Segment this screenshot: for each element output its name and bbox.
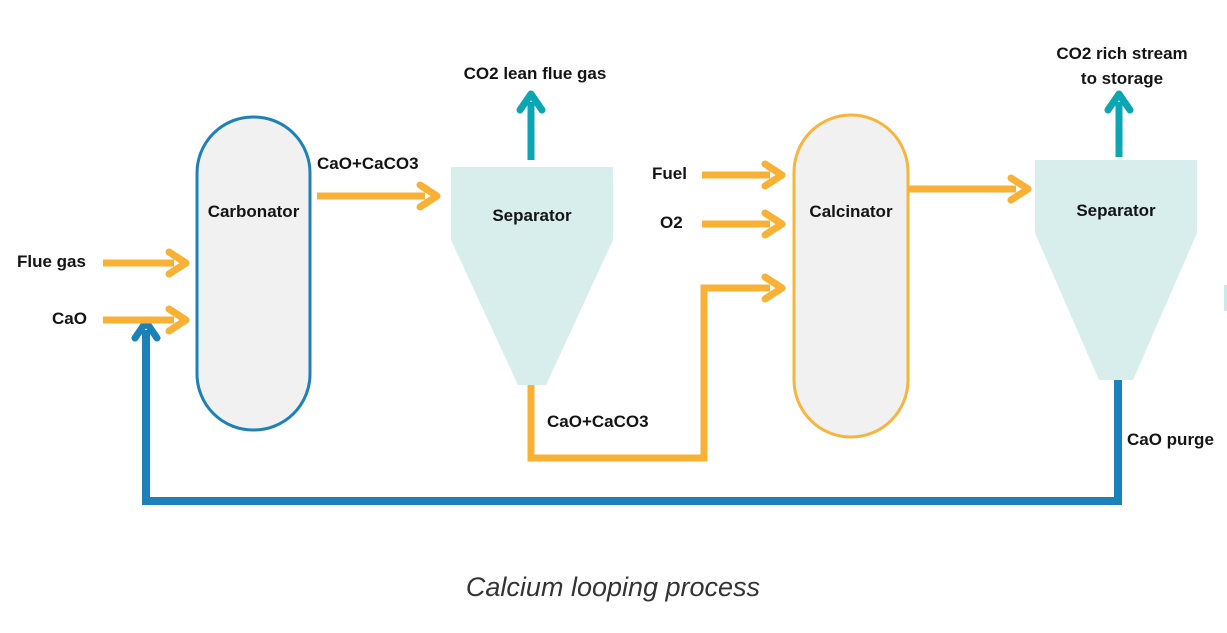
flue-gas-arrow	[103, 248, 190, 278]
o2-arrow	[702, 209, 786, 239]
carbonator-label: Carbonator	[207, 202, 300, 221]
calcinator-to-separator-arrow	[908, 174, 1032, 204]
co2-rich-arrow	[1104, 90, 1134, 157]
cao-feed-arrow	[103, 305, 190, 335]
cao-purge-label: CaO purge	[1127, 430, 1214, 449]
separator-right-label: Separator	[1076, 201, 1156, 220]
fuel-label: Fuel	[652, 164, 687, 183]
calcinator-vessel	[792, 113, 910, 439]
co2-lean-label: CO2 lean flue gas	[463, 64, 607, 83]
co2-rich-label: CO2 rich stream to storage	[1042, 44, 1202, 89]
right-edge-clipped-shape	[1224, 285, 1227, 311]
cao-caco3-top-label: CaO+CaCO3	[317, 154, 419, 173]
o2-label: O2	[660, 213, 683, 232]
flue-gas-label: Flue gas	[17, 252, 86, 271]
fuel-arrow	[702, 160, 786, 190]
cao-feed-label: CaO	[52, 309, 87, 328]
cao-caco3-return-arrow	[527, 273, 786, 462]
diagram-caption: Calcium looping process	[465, 572, 761, 602]
separator-left-shape	[451, 167, 613, 385]
co2-rich-label-line2: to storage	[1080, 69, 1164, 88]
co2-rich-label-line1: CO2 rich stream	[1056, 44, 1188, 63]
separator-left-label: Separator	[492, 206, 572, 225]
carbonator-to-separator-arrow	[317, 181, 441, 211]
separator-right-shape	[1035, 160, 1197, 380]
carbonator-vessel	[195, 115, 312, 432]
co2-lean-arrow	[516, 90, 546, 160]
cao-caco3-bottom-label: CaO+CaCO3	[547, 412, 649, 431]
calcinator-label: Calcinator	[809, 202, 893, 221]
